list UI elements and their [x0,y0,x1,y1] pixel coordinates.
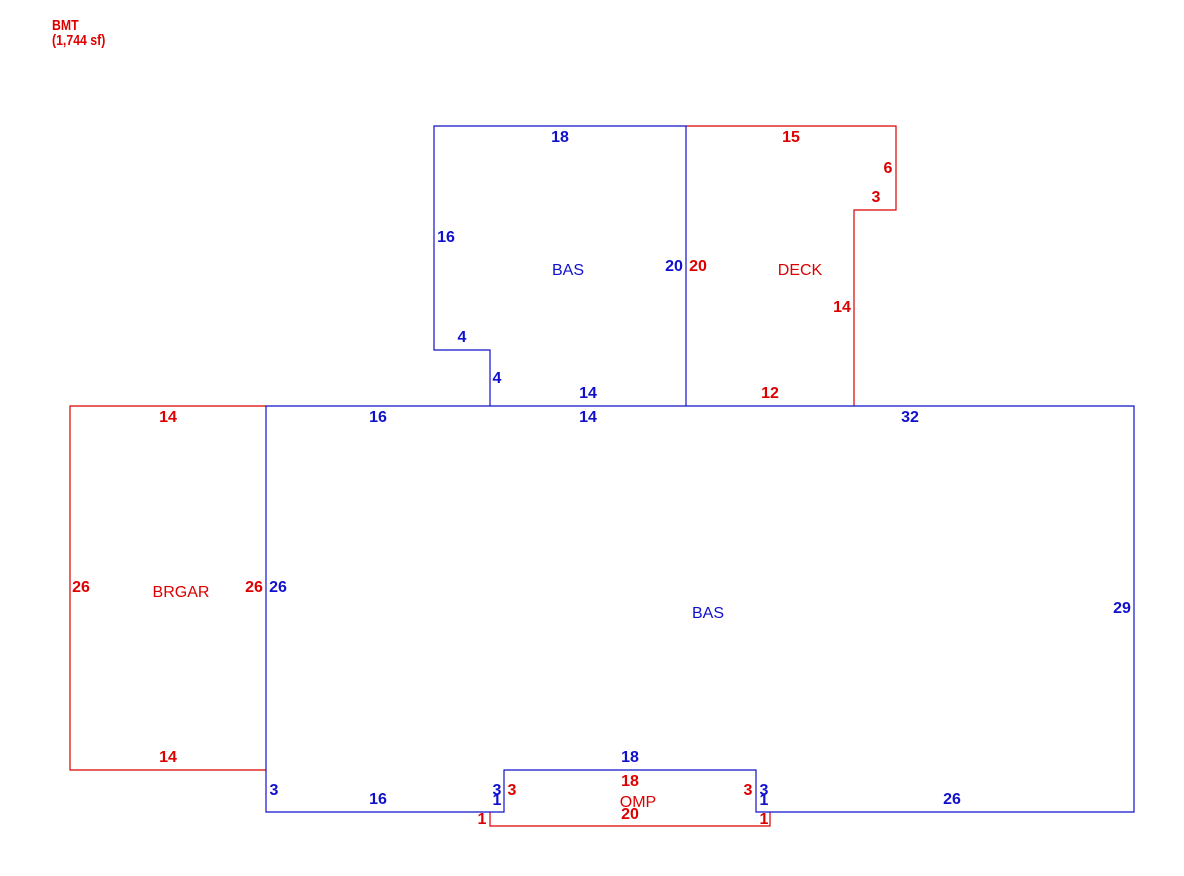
area-label-omp: OMP [620,794,656,811]
dimension-label: 26 [943,791,961,808]
area-label-brgar: BRGAR [153,584,210,601]
dimension-label: 20 [665,258,683,275]
dimension-label: 26 [245,579,263,596]
dimension-label: 20 [621,806,639,823]
area-label-bas-upper: BAS [552,262,584,279]
dimension-label: 16 [437,229,455,246]
deck-outline [686,125,897,406]
dimension-label: 14 [579,409,597,426]
area-label-bas-main: BAS [692,605,724,622]
dimension-label: 16 [369,409,387,426]
dimension-label: 20 [689,258,707,275]
dimension-label: 3 [760,782,769,799]
dimension-label: 3 [744,782,753,799]
dimension-label: 1 [478,811,487,828]
dimension-label: 3 [270,782,279,799]
sketch-area-total: (1,744 sf) [52,32,106,49]
dimension-label: 29 [1113,600,1131,617]
dimension-label: 6 [884,160,893,177]
dimension-label: 18 [621,749,639,766]
bas-main-outline [265,405,1135,813]
omp-outline [489,812,771,827]
dimension-label: 15 [782,129,800,146]
dimension-label: 1 [760,792,769,809]
dimension-label: 3 [872,189,881,206]
dimension-label: 26 [72,579,90,596]
brgar-outline [69,405,266,771]
dimension-label: 4 [493,370,502,387]
dimension-label: 12 [761,385,779,402]
dimension-label: 1 [760,811,769,828]
dimension-label: 1 [493,792,502,809]
dimension-label: 14 [159,409,177,426]
dimension-label: 32 [901,409,919,426]
dimension-label: 18 [621,773,639,790]
dimension-label: 16 [369,791,387,808]
dimension-label: 26 [269,579,287,596]
dimension-label: 3 [508,782,517,799]
dimension-label: 3 [493,782,502,799]
dimension-label: 14 [159,749,177,766]
dimension-label: 18 [551,129,569,146]
dimension-label: 14 [833,299,851,316]
bas-upper-outline [433,125,687,406]
dimension-label: 4 [458,329,467,346]
dimension-label: 14 [579,385,597,402]
area-label-deck: DECK [778,262,823,279]
sketch-title: BMT [52,17,79,34]
